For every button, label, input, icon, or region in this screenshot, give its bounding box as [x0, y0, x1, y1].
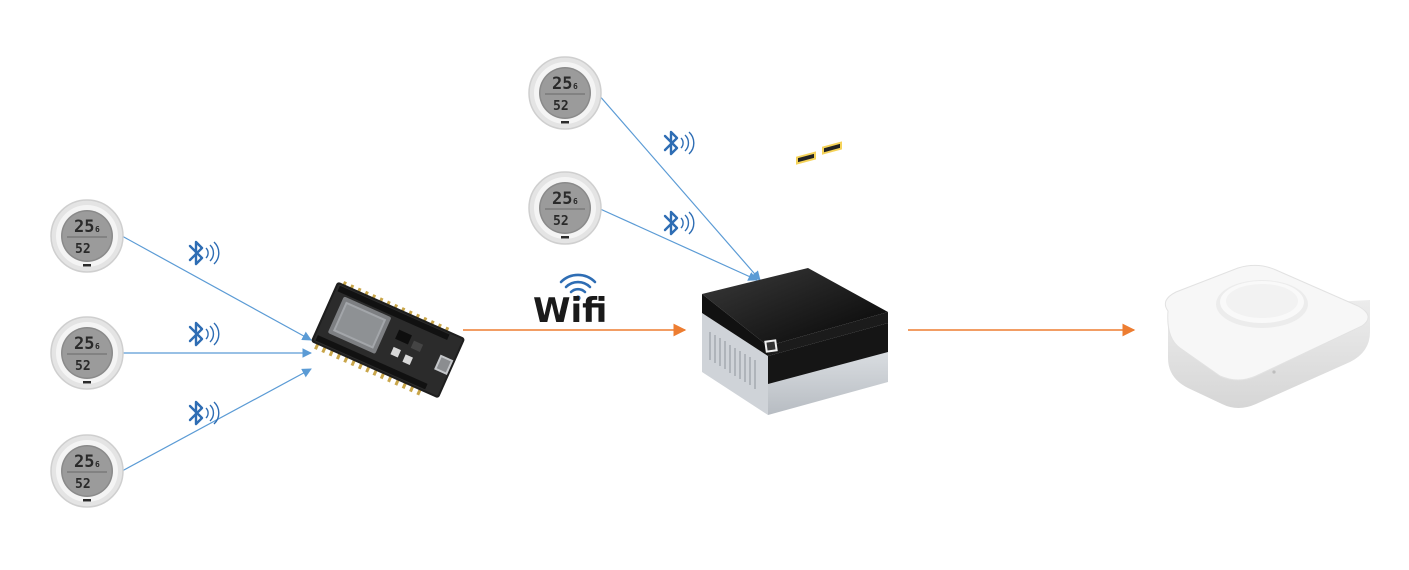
- esp32-board-icon: [311, 281, 465, 398]
- sensor-4: 25 6 52: [50, 316, 124, 390]
- bluetooth-icon: [188, 240, 221, 266]
- temperature-reading: 25: [74, 217, 94, 237]
- humidity-reading: 52: [75, 477, 91, 492]
- temperature-reading: 25: [74, 334, 94, 354]
- temperature-decimal: 6: [573, 82, 578, 91]
- humidity-reading: 52: [75, 242, 91, 257]
- humidity-reading: 52: [553, 214, 569, 229]
- sensor-1: 25 6 52: [528, 56, 602, 130]
- wifi-icon: [559, 273, 597, 301]
- bluetooth-link-sensor1-minipc: [597, 93, 761, 281]
- bluetooth-icon: [663, 130, 696, 156]
- temperature-decimal: 6: [95, 225, 100, 234]
- links-layer: [121, 93, 1136, 472]
- bluetooth-link-sensor2-minipc: [597, 207, 758, 281]
- bluetooth-icon: [663, 210, 696, 236]
- sensor-5: 25 6 52: [50, 434, 124, 508]
- temperature-reading: 25: [74, 452, 94, 472]
- temperature-decimal: 6: [573, 197, 578, 206]
- humidity-reading: 52: [75, 359, 91, 374]
- temperature-decimal: 6: [95, 460, 100, 469]
- sensor-2: 25 6 52: [528, 171, 602, 245]
- temperature-decimal: 6: [95, 342, 100, 351]
- sensor-3: 25 6 52: [50, 199, 124, 273]
- wifi-label: Wifi: [533, 291, 607, 331]
- humidity-reading: 52: [553, 99, 569, 114]
- smart-hub-icon: [1164, 264, 1370, 408]
- temperature-reading: 25: [552, 74, 572, 94]
- bluetooth-icon: [188, 321, 221, 347]
- mini-pc-icon: [702, 141, 888, 415]
- temperature-reading: 25: [552, 189, 572, 209]
- bluetooth-link-sensor3-esp32: [121, 235, 312, 341]
